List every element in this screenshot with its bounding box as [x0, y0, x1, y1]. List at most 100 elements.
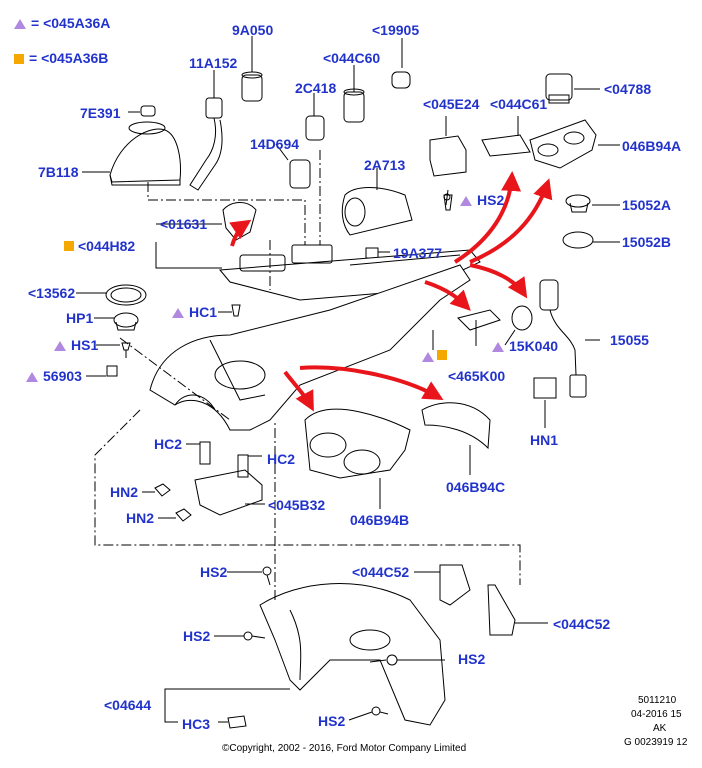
knob-part: [140, 105, 156, 117]
callout-044h82: <044H82: [78, 238, 136, 254]
callout-hn2-a: HN2: [110, 484, 139, 500]
callout-9a050: 9A050: [232, 22, 274, 38]
clip-19a377: [365, 247, 379, 259]
leader-lines: [76, 36, 620, 723]
callout-hs1: HS1: [54, 337, 98, 353]
reference-line-3: AK: [653, 723, 667, 734]
callout-045e24: <045E24: [423, 96, 480, 112]
triangle-icon: [460, 196, 472, 206]
callout-13562: <13562: [28, 285, 76, 301]
lighter-04788: [545, 73, 573, 104]
bracket-044c52-b: [487, 584, 516, 636]
callout-hs2-d: HS2: [458, 651, 486, 667]
callout-14d694: 14D694: [250, 136, 300, 152]
callout-046b94c: 046B94C: [446, 479, 506, 495]
ring-13562: [105, 284, 147, 306]
plug-hp1: [113, 312, 139, 331]
callout-465k00: <465K00: [448, 368, 506, 384]
callout-2c418: 2C418: [295, 80, 337, 96]
bracket-044c52-a: [439, 564, 471, 606]
callout-15055: 15055: [610, 332, 649, 348]
clip-hc3: [227, 715, 247, 729]
callout-15052a: 15052A: [622, 197, 672, 213]
callout-04644: <04644: [104, 697, 152, 713]
console-main-body: [149, 264, 471, 431]
callout-hs2-e: HS2: [318, 713, 346, 729]
triangle-icon: [26, 372, 38, 382]
switch-19905: [391, 71, 411, 89]
socket-15052b: [562, 231, 594, 249]
triangle-icon: [172, 308, 184, 318]
callout-046b94b: 046B94B: [350, 512, 410, 528]
screw-hs2c: [243, 631, 266, 641]
screw-hs2e: [371, 706, 389, 716]
switch-9a050: [241, 71, 263, 102]
module-045e24: [429, 135, 467, 206]
callout-hn2-b: HN2: [126, 510, 155, 526]
fastener-56903: [106, 365, 118, 377]
callout-hc3: HC3: [182, 716, 211, 732]
triangle-icon: [14, 19, 26, 29]
socket-15k040: [511, 305, 533, 331]
gear-boot-part: [109, 121, 181, 186]
callout-56903: 56903: [26, 368, 82, 384]
callout-hc1: HC1: [172, 304, 217, 320]
callout-7e391: 7E391: [80, 105, 121, 121]
reference-line-2: 04-2016 15: [631, 709, 682, 720]
callout-19a377: 19A377: [393, 245, 443, 261]
cupholder-046b94b: [304, 408, 411, 479]
legend-triangle: = <045A36A: [14, 15, 110, 31]
legend-square: = <045A36B: [14, 50, 108, 66]
callout-19905: <19905: [372, 22, 420, 38]
cover-046b94c: [421, 402, 491, 450]
red-arrows: [229, 171, 553, 412]
clip-hs2a: [443, 194, 453, 211]
callout-11a152: 11A152: [189, 55, 238, 71]
callout-hs2-a: HS2: [460, 192, 504, 208]
triangle-icon: [54, 341, 66, 351]
callout-044c60: <044C60: [323, 50, 381, 66]
callout-7b118: 7B118: [38, 164, 79, 180]
tray-046b94a: [529, 119, 597, 169]
pad-465k00: [457, 309, 501, 331]
callout-044c52-a: <044C52: [352, 564, 410, 580]
switch-044c60: [343, 88, 365, 123]
screw-hs2b: [262, 566, 272, 586]
triangle-icon: [492, 342, 504, 352]
housing-2a713: [341, 187, 413, 236]
callout-hn1: HN1: [530, 432, 559, 448]
callout-046b94a: 046B94A: [622, 138, 682, 154]
switch-cable-part: [189, 97, 223, 191]
callout-hc2-b: HC2: [267, 451, 296, 467]
callout-01631: <01631: [160, 216, 208, 232]
note-markers: [64, 241, 447, 362]
emblem-01631: [222, 202, 257, 241]
mat-044c61: [481, 134, 531, 157]
cap-15052a: [565, 194, 591, 213]
rear-panel-04644: [259, 583, 446, 726]
callout-04788: <04788: [604, 81, 652, 97]
connector-hn1: [533, 377, 557, 399]
construction-lines: [94, 150, 521, 600]
switch-2c418: [305, 115, 325, 141]
callout-hs2-c: HS2: [183, 628, 211, 644]
nut-hn2a: [154, 483, 171, 497]
callout-15052b: 15052B: [622, 234, 672, 250]
callout-hc2-a: HC2: [154, 436, 183, 452]
copyright-notice: ©Copyright, 2002 - 2016, Ford Motor Comp…: [222, 743, 467, 754]
harness-15055: [539, 279, 587, 398]
callout-2a713: 2A713: [364, 157, 406, 173]
reference-line-4: G 0023919 12: [624, 737, 688, 748]
callout-hs2-b: HS2: [200, 564, 228, 580]
callout-15k040: 15K040: [492, 338, 558, 354]
callout-hp1: HP1: [66, 310, 94, 326]
callout-044c61: <044C61: [490, 96, 548, 112]
callout-044c52-b: <044C52: [553, 616, 611, 632]
nut-hn2b: [175, 508, 192, 522]
switch-14d694: [289, 159, 311, 189]
square-icon: [14, 54, 24, 64]
reference-line-1: 5011210: [638, 695, 677, 706]
callout-045b32: <045B32: [268, 497, 326, 513]
